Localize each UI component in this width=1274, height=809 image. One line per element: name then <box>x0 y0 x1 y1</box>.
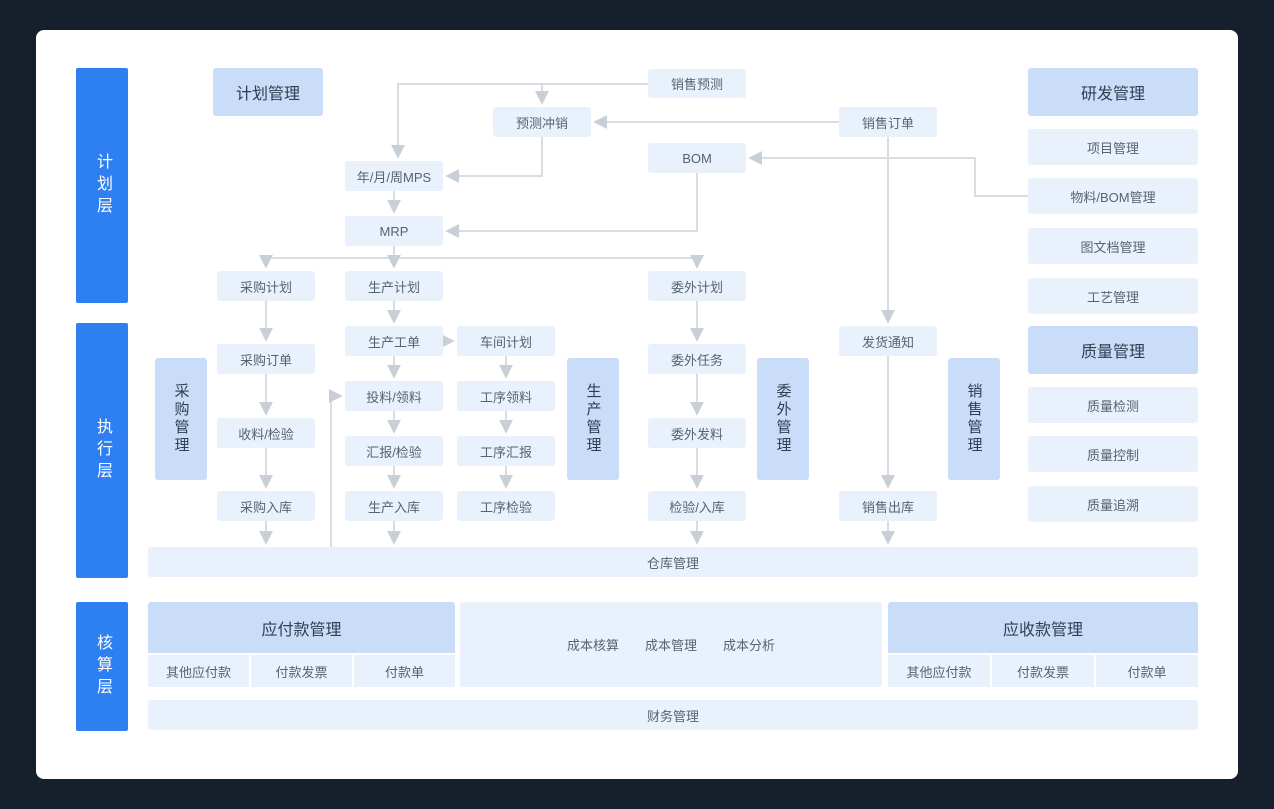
layer-bar-planning: 计划层 <box>76 68 128 303</box>
node-cost-analysis: 成本分析 <box>723 638 776 653</box>
diagram-card: 计划层 执行层 核算层 计划管理 销售预测 预测冲销 销售订单 BOM 年/月/… <box>36 30 1238 779</box>
flow-connectors <box>259 83 1028 547</box>
node-outsourcing-plan: 委外计划 <box>648 271 746 301</box>
node-inspection-inbound: 检验/入库 <box>648 491 746 521</box>
node-report-inspection: 汇报/检验 <box>345 436 443 466</box>
node-mps: 年/月/周MPS <box>345 161 443 191</box>
node-receivable-management: 应收款管理 <box>888 602 1198 653</box>
node-sales-management: 销售管理 <box>948 358 1000 480</box>
node-process-report: 工序汇报 <box>457 436 555 466</box>
node-quality-inspection: 质量检测 <box>1028 387 1198 423</box>
node-quality-management: 质量管理 <box>1028 326 1198 374</box>
node-finance-management: 财务管理 <box>148 700 1198 730</box>
node-production-management: 生产管理 <box>567 358 619 480</box>
node-feeding-picking: 投料/领料 <box>345 381 443 411</box>
node-production-inbound: 生产入库 <box>345 491 443 521</box>
node-payable-management: 应付款管理 <box>148 602 455 653</box>
node-process-inspection: 工序检验 <box>457 491 555 521</box>
node-sales-order: 销售订单 <box>839 107 937 137</box>
node-purchase-plan: 采购计划 <box>217 271 315 301</box>
node-delivery-notice: 发货通知 <box>839 326 937 356</box>
node-payment-slip: 付款单 <box>354 655 455 687</box>
node-process-picking: 工序领料 <box>457 381 555 411</box>
node-warehouse-management: 仓库管理 <box>148 547 1198 577</box>
node-payment-slip-receivable: 付款单 <box>1096 655 1198 687</box>
node-material-bom-management: 物料/BOM管理 <box>1028 178 1198 214</box>
layer-bar-accounting: 核算层 <box>76 602 128 731</box>
receivable-items-row: 其他应付款 付款发票 付款单 <box>888 655 1198 687</box>
node-rd-management: 研发管理 <box>1028 68 1198 116</box>
node-bom: BOM <box>648 143 746 173</box>
layer-bar-execution: 执行层 <box>76 323 128 578</box>
node-payment-invoice-receivable: 付款发票 <box>992 655 1094 687</box>
node-mrp: MRP <box>345 216 443 246</box>
node-production-work-order: 生产工单 <box>345 326 443 356</box>
node-purchase-inbound: 采购入库 <box>217 491 315 521</box>
node-cost-section: 成本核算 成本管理 成本分析 <box>460 602 882 687</box>
node-other-payables-receivable: 其他应付款 <box>888 655 990 687</box>
node-outsourcing-management: 委外管理 <box>757 358 809 480</box>
node-cost-accounting: 成本核算 <box>566 638 619 653</box>
node-payment-invoice: 付款发票 <box>251 655 352 687</box>
node-receiving-inspection: 收料/检验 <box>217 418 315 448</box>
node-plan-management: 计划管理 <box>213 68 323 116</box>
node-other-payables: 其他应付款 <box>148 655 249 687</box>
node-purchase-management: 采购管理 <box>155 358 207 480</box>
node-forecast-offset: 预测冲销 <box>493 107 591 137</box>
node-sales-forecast: 销售预测 <box>648 69 746 98</box>
node-quality-traceability: 质量追溯 <box>1028 486 1198 522</box>
node-production-plan: 生产计划 <box>345 271 443 301</box>
node-purchase-order: 采购订单 <box>217 344 315 374</box>
node-cost-management: 成本管理 <box>644 638 697 653</box>
node-document-management: 图文档管理 <box>1028 228 1198 264</box>
node-quality-control: 质量控制 <box>1028 436 1198 472</box>
payable-items-row: 其他应付款 付款发票 付款单 <box>148 655 455 687</box>
node-project-management: 项目管理 <box>1028 129 1198 165</box>
node-process-management: 工艺管理 <box>1028 278 1198 314</box>
node-outsourcing-issue: 委外发料 <box>648 418 746 448</box>
node-outsourcing-task: 委外任务 <box>648 344 746 374</box>
node-workshop-plan: 车间计划 <box>457 326 555 356</box>
node-sales-outbound: 销售出库 <box>839 491 937 521</box>
